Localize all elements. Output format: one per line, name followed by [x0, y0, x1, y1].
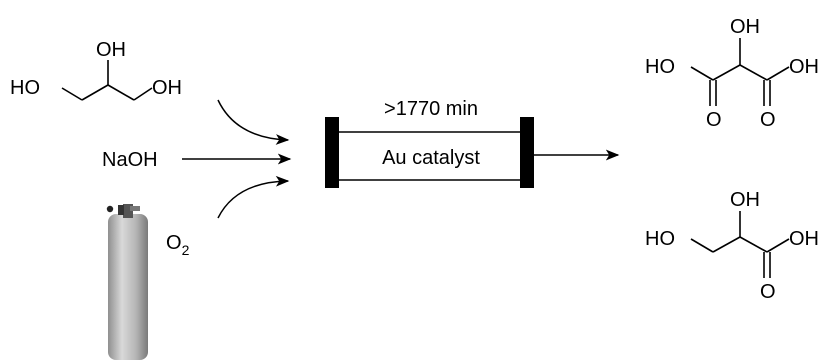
bond [107, 84, 135, 101]
bond [739, 64, 768, 81]
tartronic-acid-structure: OH HO OH O O [645, 16, 819, 131]
bond [766, 238, 790, 253]
bond [739, 236, 768, 253]
oxygen-label: O2 [166, 232, 190, 258]
tartronic-o-left: O [706, 109, 722, 131]
bond [81, 84, 109, 101]
tartronic-o-right: O [760, 109, 776, 131]
tartronic-oh-top: OH [730, 16, 760, 38]
bond [133, 87, 153, 101]
reactor-outlet-cap [520, 117, 534, 188]
bond [690, 66, 714, 81]
tartronic-oh-right: OH [789, 56, 819, 78]
glyceric-acid-structure: OH HO OH O [645, 189, 819, 303]
oxygen-symbol: O [166, 232, 182, 254]
gas-cylinder-icon [106, 204, 148, 360]
oxygen-feed-arrow [217, 175, 290, 219]
bond [712, 64, 741, 81]
reactor-time-label: >1770 min [384, 98, 478, 120]
glyceric-ho-left: HO [645, 228, 675, 250]
bond [766, 66, 790, 81]
tartronic-ho-left: HO [645, 56, 675, 78]
catalyst-label: Au catalyst [382, 147, 480, 169]
naoh-label: NaOH [102, 149, 158, 171]
glycerol-ho-left: HO [10, 77, 40, 99]
glyceric-o-bottom: O [760, 281, 776, 303]
glyceric-oh-top: OH [730, 189, 760, 211]
glycerol-oh-right: OH [152, 77, 182, 99]
glycerol-feed-arrow [217, 99, 290, 145]
glycerol-oh-top: OH [96, 39, 126, 61]
bond [690, 238, 714, 253]
bond [712, 236, 741, 253]
bond [61, 87, 83, 101]
oxygen-subscript: 2 [182, 242, 190, 258]
glycerol-structure: OH HO OH [10, 39, 182, 101]
glyceric-oh-right: OH [789, 228, 819, 250]
flow-reactor: >1770 min Au catalyst [325, 98, 534, 188]
reactor-inlet-cap [325, 117, 339, 188]
